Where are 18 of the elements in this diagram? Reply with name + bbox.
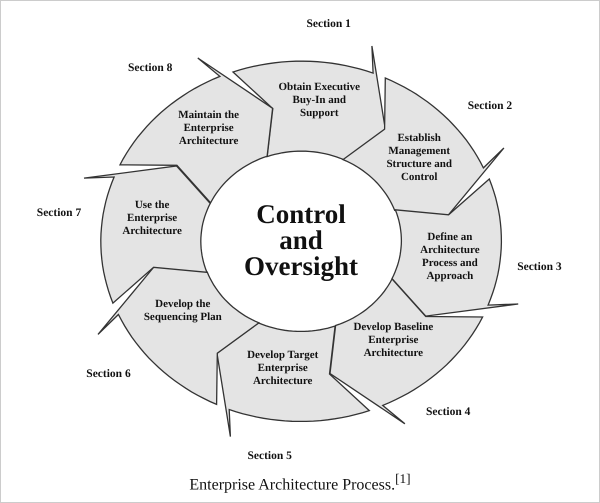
step-label: Define an Architecture Process and Approach — [419, 231, 481, 284]
step-label: Establish Management Structure and Control — [385, 132, 453, 184]
step-label: Develop Target Enterprise Architecture — [246, 348, 320, 388]
step-label: Use the Enterprise Architecture — [121, 198, 183, 238]
step-label: Obtain Executive Buy-In and Support — [277, 80, 362, 120]
section-label: Section 8 — [128, 62, 172, 74]
caption: Enterprise Architecture Process.$^{[1]}$ — [188, 471, 412, 494]
step-label: Maintain the Enterprise Architecture — [177, 108, 240, 148]
section-label: Section 2 — [468, 100, 512, 112]
step-label: Develop the Sequencing Plan — [142, 298, 223, 324]
section-label: Section 7 — [36, 207, 82, 220]
section-label: Section 4 — [426, 406, 470, 418]
section-label: Section 6 — [86, 368, 131, 380]
center-title: Control and Oversight — [236, 201, 366, 279]
section-label: Section 1 — [306, 18, 351, 30]
step-label: Develop Baseline Enterprise Architecture — [352, 321, 434, 360]
section-label: Section 5 — [248, 450, 292, 462]
section-label: Section 3 — [517, 260, 562, 273]
